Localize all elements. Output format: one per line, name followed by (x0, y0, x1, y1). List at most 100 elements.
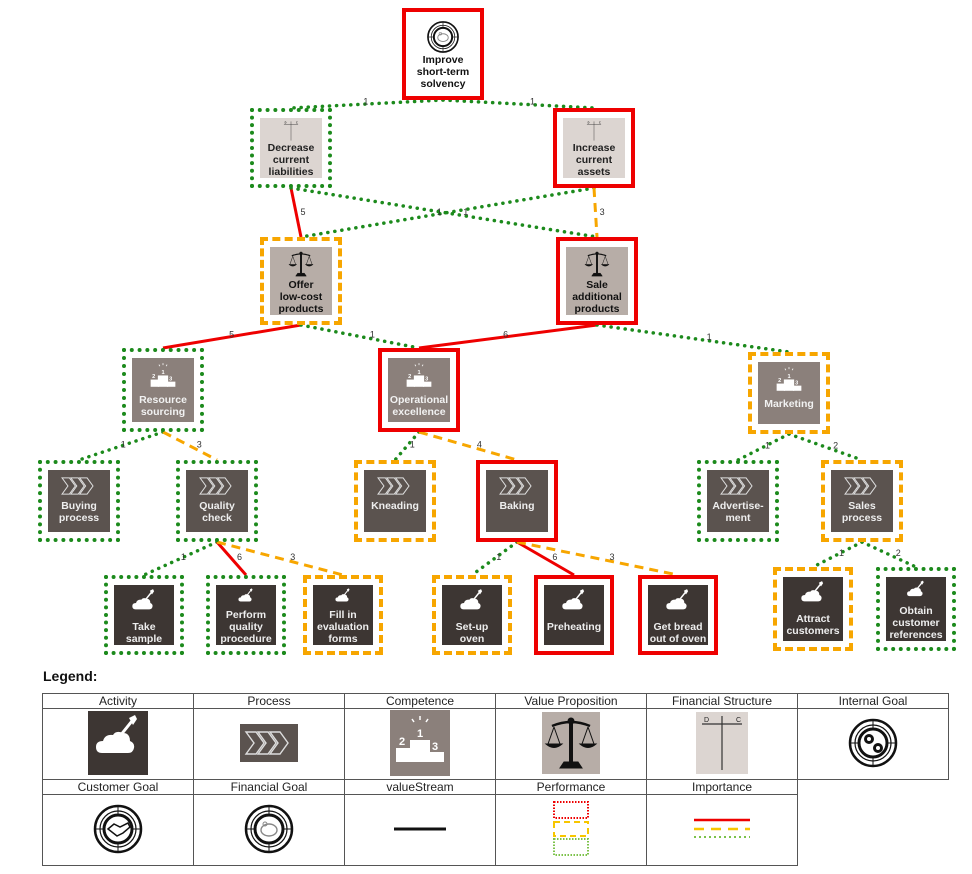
shovel-icon (801, 581, 824, 602)
legend-label-financial-goal: Financial Goal (193, 779, 345, 795)
node-label: Decrease current liabilities (267, 142, 315, 178)
edge-increase-offer (299, 186, 596, 239)
node-perform[interactable]: Perform quality procedure (206, 575, 286, 655)
node-sale[interactable]: Sale additional products (556, 237, 638, 325)
node-label: Kneading (371, 500, 419, 512)
edge-weight-label: 1 (707, 332, 712, 342)
node-body: Perform quality procedure (216, 585, 276, 645)
performance-legend-icon (553, 800, 589, 856)
node-quality[interactable]: Quality check (176, 460, 258, 542)
edge-weight-label: 1 (370, 330, 375, 340)
edge-baking-setup (470, 540, 519, 577)
shovel-icon (132, 589, 155, 610)
svg-text:C: C (599, 122, 601, 125)
edge-decrease-sale (289, 186, 599, 239)
chevrons-icon (720, 477, 753, 495)
edge-weight-label: 6 (237, 552, 242, 562)
legend-label-financial-structure: Financial Structure (646, 693, 798, 709)
node-label: Resource sourcing (139, 394, 187, 418)
node-body: Attract customers (783, 577, 843, 641)
legend-label-competence: Competence (344, 693, 496, 709)
legend-label-activity: Activity (42, 693, 194, 709)
edge-sales-attract (811, 540, 864, 569)
edge-weight-label: 6 (503, 330, 508, 340)
node-body: Buying process (48, 470, 110, 532)
node-body: Set-up oven (442, 585, 502, 645)
edge-quality-take (142, 540, 219, 577)
node-advert[interactable]: Advertise- ment (697, 460, 779, 542)
svg-text:1: 1 (417, 370, 420, 376)
node-label: Take sample (125, 621, 163, 645)
legend-label-importance: Importance (646, 779, 798, 795)
node-preheat[interactable]: Preheating (534, 575, 614, 655)
edge-quality-perform (215, 541, 248, 576)
node-body: Offer low-cost products (270, 247, 332, 315)
customer-goal-icon (93, 804, 143, 853)
node-fill[interactable]: Fill in evaluation forms (303, 575, 383, 655)
node-attract[interactable]: Attract customers (773, 567, 853, 651)
legend-table: Activity Process Competence Value Propos… (42, 693, 949, 866)
node-label: Offer low-cost products (278, 279, 324, 315)
shovel-icon (88, 710, 148, 775)
chevrons-icon (199, 477, 232, 495)
chevrons-icon (499, 477, 532, 495)
svg-text:3: 3 (795, 381, 798, 387)
shovel-icon (335, 588, 350, 602)
value-stream-line-icon (394, 827, 446, 831)
node-take[interactable]: Take sample (104, 575, 184, 655)
node-body: Improve short-term solvency (412, 18, 474, 90)
edge-weight-label: 2 (896, 548, 901, 558)
node-label: Sales process (841, 500, 883, 524)
edge-weight-label: 2 (833, 440, 838, 450)
node-getbread[interactable]: Get bread out of oven (638, 575, 718, 655)
node-baking[interactable]: Baking (476, 460, 558, 542)
edge-weight-label: 1 (496, 552, 501, 562)
node-label: Perform quality procedure (220, 609, 272, 645)
legend-label-internal-goal: Internal Goal (797, 693, 949, 709)
chevrons-icon (240, 723, 298, 762)
edge-baking-preheat (516, 540, 575, 577)
edge-weight-label: 1 (181, 552, 186, 562)
svg-text:D: D (285, 122, 287, 125)
chevrons-icon (844, 477, 877, 495)
edge-weight-label: 5 (301, 207, 306, 217)
node-body: Quality check (186, 470, 248, 532)
svg-text:1: 1 (417, 728, 423, 740)
shovel-icon (238, 588, 253, 602)
legend-label-process: Process (193, 693, 345, 709)
edge-weight-label: 1 (437, 207, 442, 217)
legend-label-customer-goal: Customer Goal (42, 779, 194, 795)
node-setup[interactable]: Set-up oven (432, 575, 512, 655)
edge-weight-label: 1 (121, 439, 126, 449)
node-improve[interactable]: Improve short-term solvency (402, 8, 484, 100)
edge-offer-opex (299, 323, 421, 350)
svg-text:2: 2 (408, 374, 411, 380)
node-sales[interactable]: Sales process (821, 460, 903, 542)
node-label: Advertise- ment (712, 500, 764, 524)
node-body: Get bread out of oven (648, 585, 708, 645)
edge-weight-label: 3 (290, 552, 295, 562)
svg-text:3: 3 (169, 377, 172, 383)
node-label: Marketing (764, 398, 814, 410)
node-kneading[interactable]: Kneading (354, 460, 436, 542)
node-label: Buying process (58, 500, 100, 524)
legend-label-value-stream: valueStream (344, 779, 496, 795)
edge-opex-kneading (393, 430, 421, 462)
edge-weight-label: 3 (197, 439, 202, 449)
svg-text:1: 1 (161, 370, 164, 376)
node-buying[interactable]: Buying process (38, 460, 120, 542)
edge-weight-label: 6 (552, 552, 557, 562)
node-obtain[interactable]: Obtain customer references (876, 567, 956, 651)
node-offer[interactable]: Offer low-cost products (260, 237, 342, 325)
node-label: Obtain customer references (889, 605, 943, 641)
